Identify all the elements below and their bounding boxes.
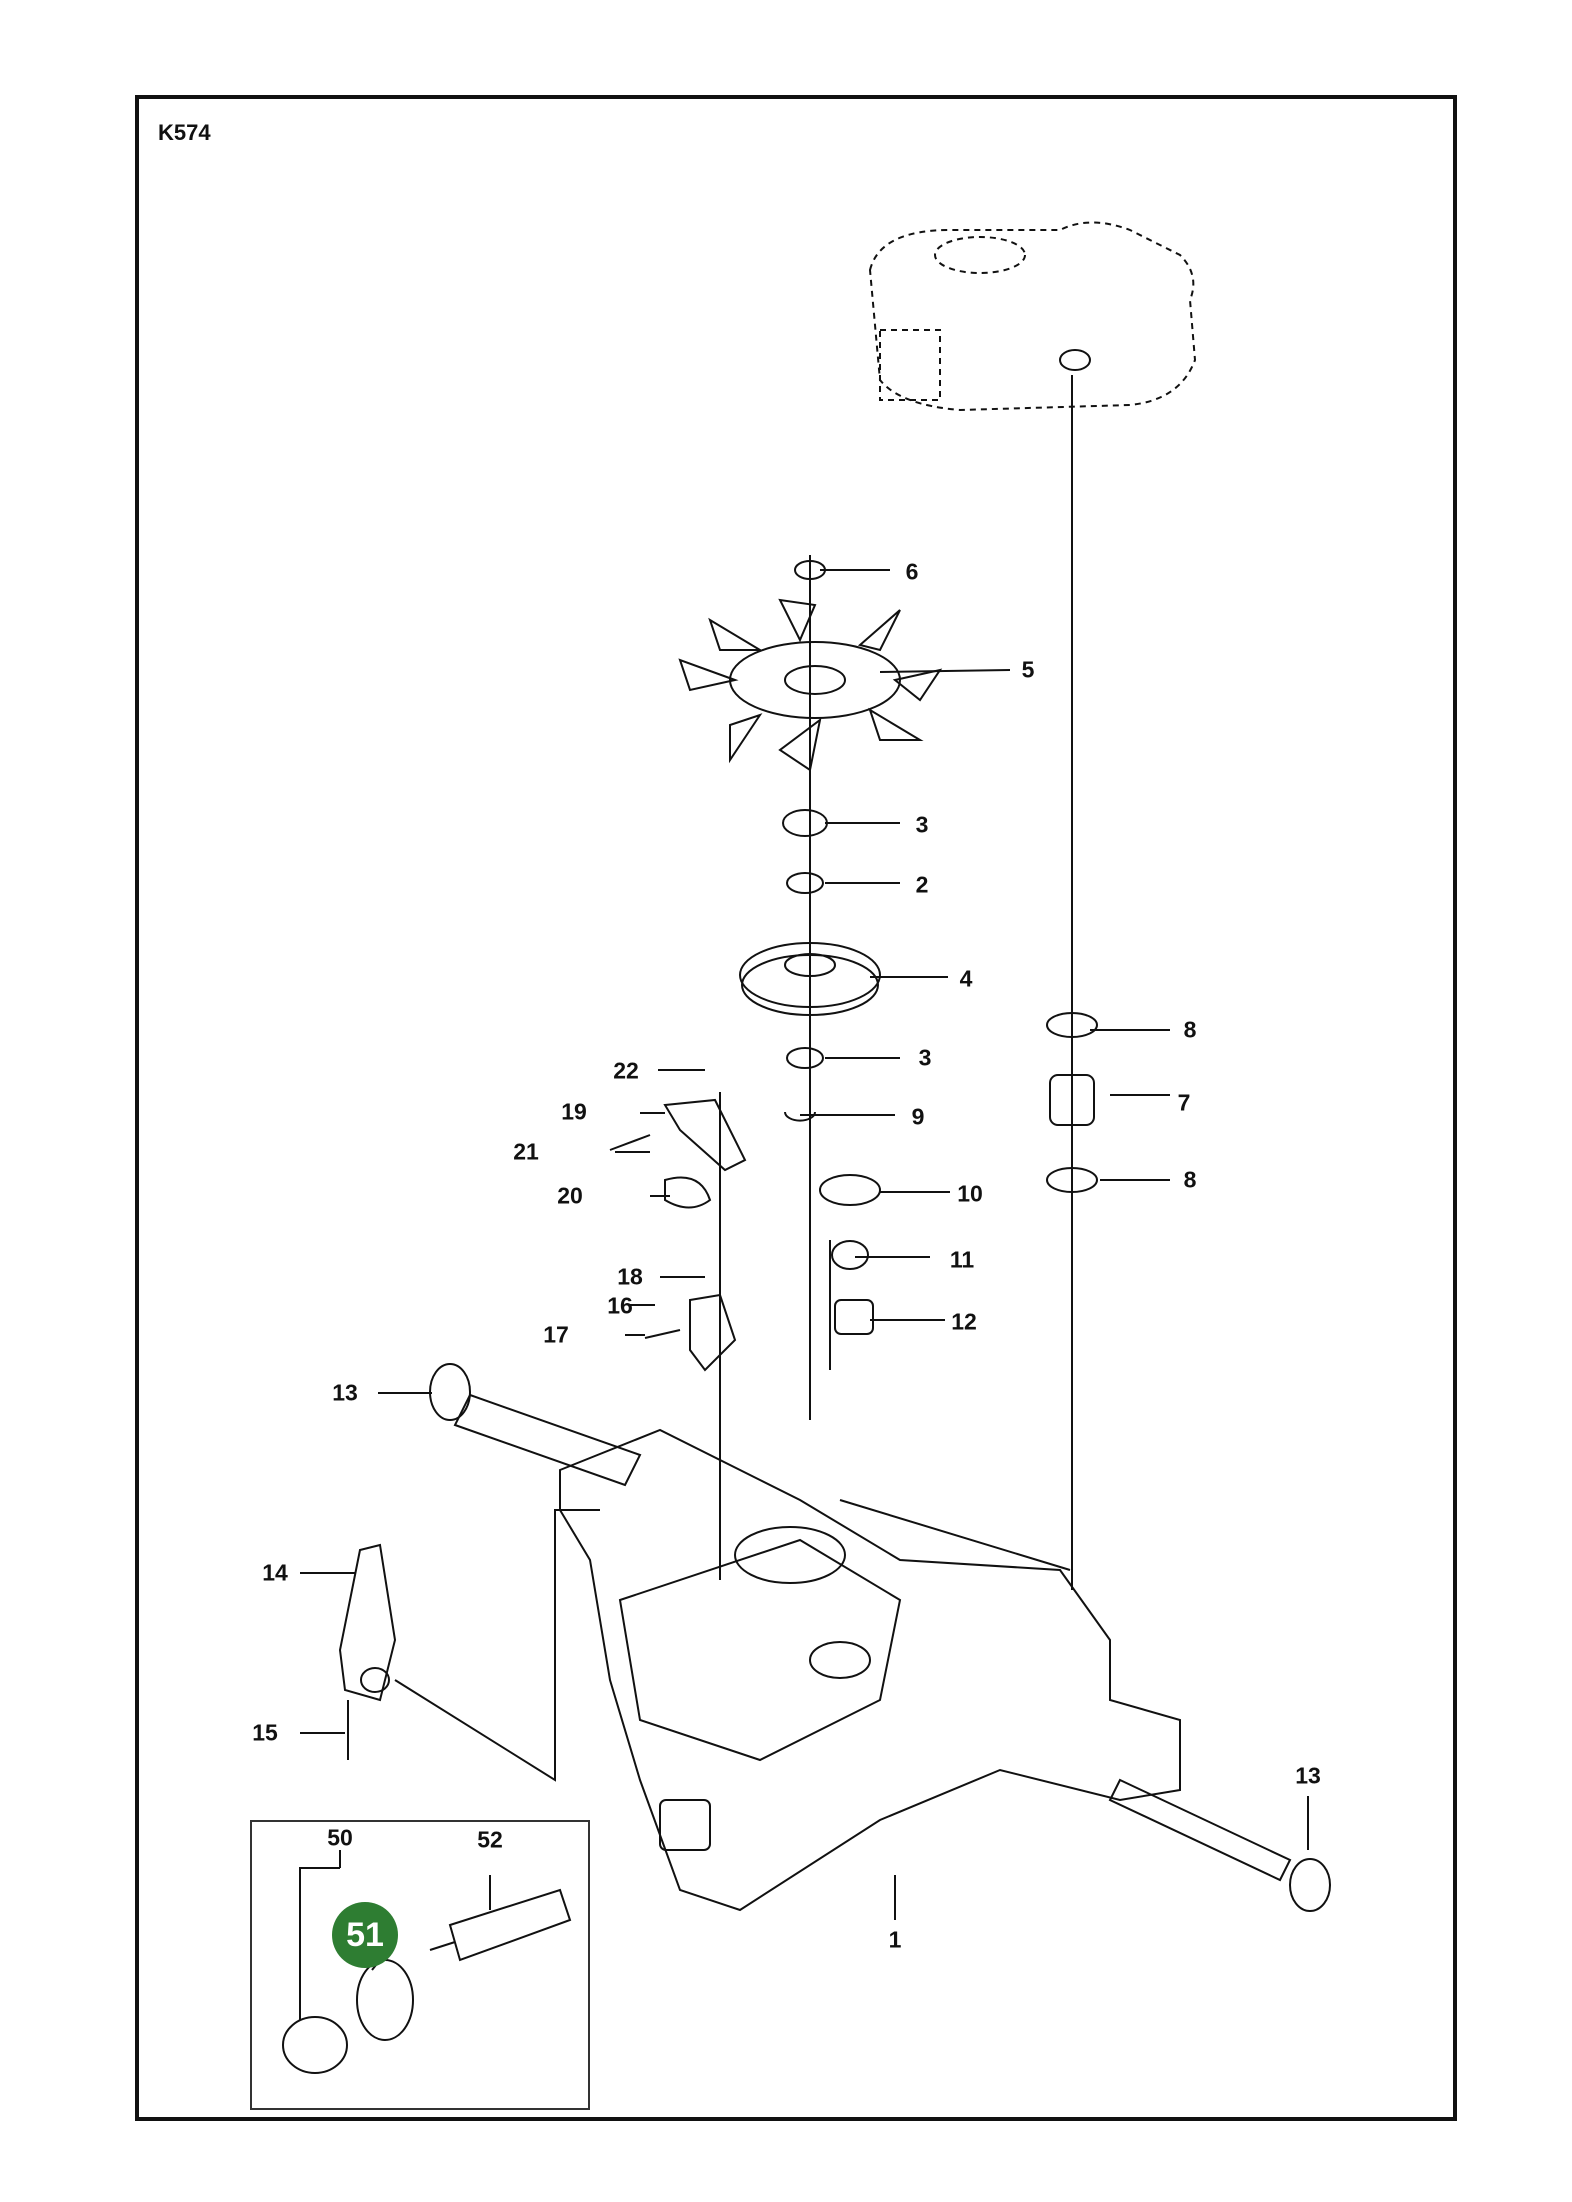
callout: 3 (918, 1044, 932, 1071)
engine-pulley-top (934, 236, 1026, 274)
callout: 15 (252, 1719, 278, 1746)
seal-left (429, 1363, 471, 1421)
callout: 5 (1021, 656, 1035, 683)
engine-boss (1059, 349, 1091, 371)
callout: 1 (888, 1926, 902, 1953)
callout: 8 (1183, 1166, 1197, 1193)
callout: 22 (613, 1057, 639, 1084)
callout: 8 (1183, 1016, 1197, 1043)
control-arm-upper (663, 1098, 747, 1172)
callout: 11 (949, 1246, 975, 1273)
callout: 21 (513, 1138, 539, 1165)
brake-lever (338, 1543, 397, 1702)
diagram-frame (135, 95, 1457, 2121)
callout: 13 (332, 1379, 358, 1406)
axle-right (1108, 1778, 1292, 1882)
callout: 52 (477, 1826, 503, 1853)
engine-bracket (879, 329, 941, 401)
callout: 20 (557, 1182, 583, 1209)
highlight-badge: 51 (332, 1902, 398, 1968)
callout: 2 (915, 871, 929, 898)
callout: 13 (1295, 1762, 1321, 1789)
callout: 50 (327, 1824, 353, 1851)
axle-left (453, 1393, 642, 1487)
diagram-code: K574 (158, 120, 211, 145)
callout: 12 (951, 1308, 977, 1335)
callout: 17 (543, 1321, 569, 1348)
callout: 10 (957, 1180, 983, 1207)
callout: 16 (607, 1292, 633, 1319)
callout: 3 (915, 811, 929, 838)
callout: 18 (617, 1263, 643, 1290)
callout: 6 (905, 558, 919, 585)
callout: 9 (911, 1103, 925, 1130)
inset-box (250, 1820, 590, 2110)
drain-plug (282, 2016, 348, 2074)
transaxle-housing (559, 1428, 1181, 1912)
callout: 14 (262, 1559, 288, 1586)
fan-hub (729, 641, 901, 719)
filter-cartridge (448, 1888, 572, 1962)
engine-outline (868, 221, 1197, 412)
seal-right (1289, 1858, 1331, 1912)
fan-blades (678, 598, 943, 772)
callout: 7 (1177, 1089, 1191, 1116)
control-arm-lower (689, 1293, 737, 1372)
callout: 4 (959, 965, 973, 992)
pulley (739, 942, 881, 1008)
callout: 19 (561, 1098, 587, 1125)
o-ring (356, 1959, 414, 2041)
